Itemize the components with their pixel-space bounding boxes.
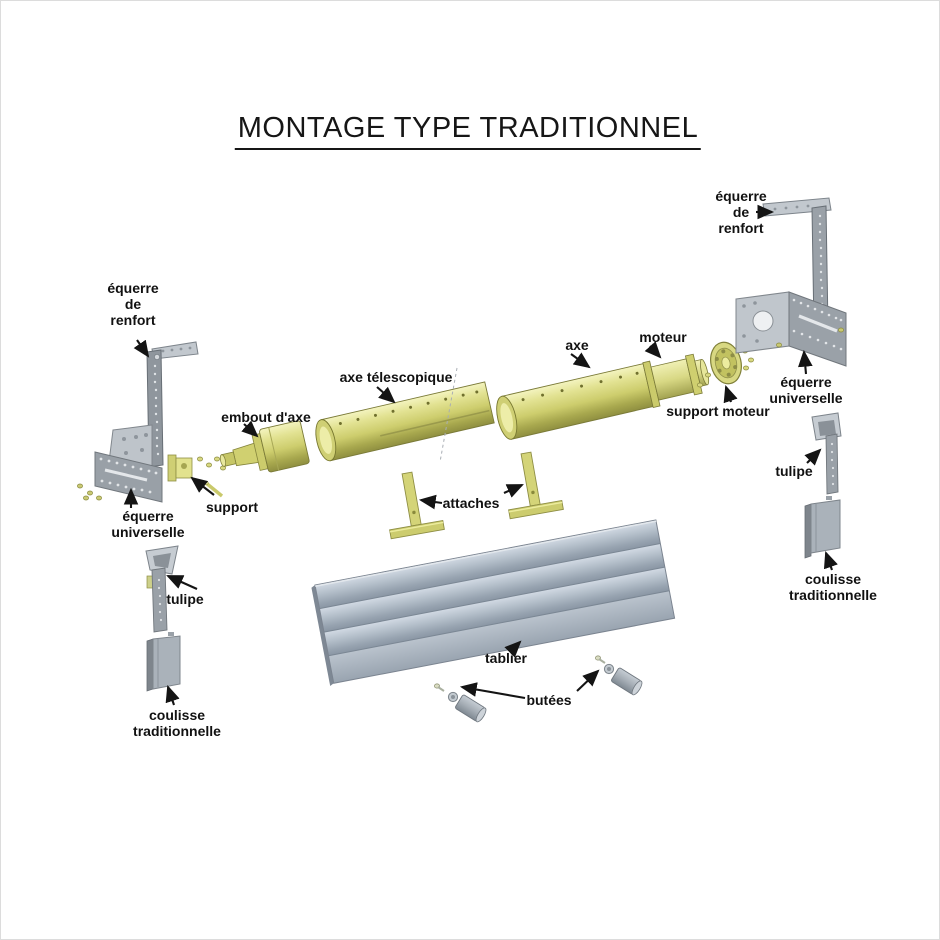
- label-coulisse-left: coulisse traditionnelle: [133, 707, 221, 739]
- label-axe-telescopique: axe télescopique: [339, 369, 453, 385]
- arrow-tablier: [504, 640, 522, 658]
- equerre-renfort-left-drawing: [146, 341, 199, 468]
- label-support-moteur: support moteur: [666, 403, 770, 419]
- support-moteur-drawing: [710, 341, 742, 385]
- arrow-tulipe-left: [166, 575, 198, 590]
- equerre-universelle-right-drawing: [735, 291, 847, 367]
- label-tulipe-right: tulipe: [775, 463, 813, 479]
- arrow-support: [190, 476, 215, 496]
- tulipe-right-drawing: [811, 412, 842, 495]
- arrow-coulisse-right: [823, 551, 838, 571]
- arrow-equerre-renfort-left: [133, 339, 150, 358]
- annotation-arrows: [123, 204, 838, 706]
- arrow-axe-telescopique: [376, 386, 396, 404]
- telescopic-cut-line: [439, 367, 458, 463]
- arrow-attaches-left: [418, 494, 443, 510]
- arrow-axe: [570, 352, 591, 369]
- arrow-moteur: [644, 341, 662, 359]
- label-attaches: attaches: [442, 495, 500, 511]
- label-moteur: moteur: [639, 329, 687, 345]
- label-tablier: tablier: [484, 650, 528, 666]
- arrow-equerre-universelle-right: [798, 349, 813, 375]
- axe-telescopique-drawing: [315, 381, 495, 462]
- butee-left-drawing: [434, 683, 487, 723]
- moteur-drawing: [642, 353, 710, 409]
- equerre-universelle-left-drawing: [77, 424, 163, 503]
- axe-drawing: [496, 353, 710, 440]
- label-coulisse-right: coulisse traditionnelle: [789, 571, 877, 603]
- page-title: MONTAGE TYPE TRADITIONNEL: [234, 112, 702, 150]
- coulisse-right-drawing: [804, 496, 841, 559]
- embout-axe-drawing: [219, 420, 310, 473]
- label-axe: axe: [565, 337, 589, 353]
- tablier-drawing: [311, 519, 676, 686]
- butee-right-drawing: [595, 655, 643, 696]
- label-support: support: [205, 499, 259, 515]
- label-equerre-renfort-left: équerre de renfort: [107, 280, 159, 328]
- arrow-embout-axe: [241, 420, 259, 438]
- arrow-butees-left: [459, 682, 526, 700]
- label-equerre-universelle-left: équerre universelle: [111, 508, 185, 540]
- tulipe-left-drawing: [145, 545, 179, 633]
- support-drawing: [167, 454, 226, 498]
- arrow-coulisse-left: [165, 685, 180, 706]
- coulisse-left-drawing: [146, 632, 181, 692]
- arrow-support-moteur: [723, 385, 738, 404]
- label-equerre-renfort-right: équerre de renfort: [715, 188, 767, 236]
- arrow-attaches-right: [503, 484, 524, 498]
- label-equerre-universelle-right: équerre universelle: [769, 374, 843, 406]
- label-embout-axe: embout d'axe: [221, 409, 311, 425]
- attache-right-drawing: [508, 451, 564, 520]
- label-butees: butées: [526, 692, 572, 708]
- attache-left-drawing: [389, 471, 445, 540]
- arrow-tulipe-right: [804, 448, 822, 466]
- label-tulipe-left: tulipe: [166, 591, 204, 607]
- arrow-butees-right: [576, 669, 600, 692]
